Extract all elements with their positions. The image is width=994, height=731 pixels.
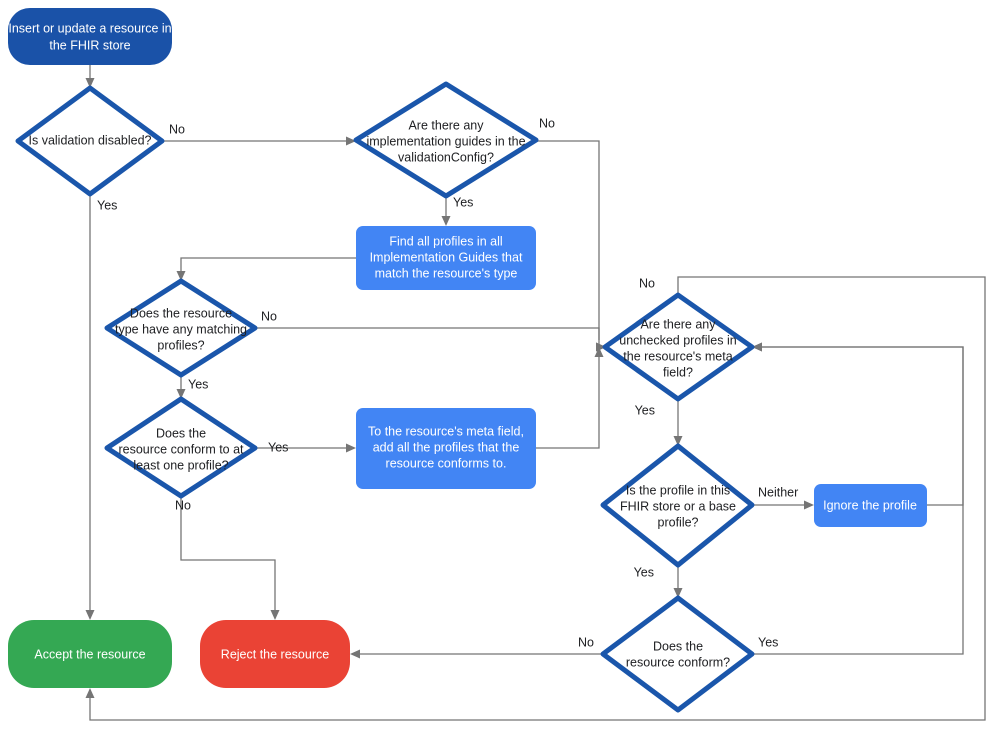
edge-labels-layer: No Yes No Yes No Yes Yes No No Yes Neith… (97, 116, 798, 649)
add-profiles-meta-label-line3: resource conforms to. (386, 456, 507, 470)
node-is-validation-disabled[interactable]: Is validation disabled? (15, 85, 165, 197)
ignore-profile-shape[interactable] (814, 484, 927, 527)
matching-profiles-label-line1: Does the resource (130, 306, 232, 320)
edge-label-validation-yes: Yes (97, 198, 117, 212)
conform-one-profile-label-line2: resource conform to at (118, 442, 244, 456)
start-node-shape[interactable] (8, 8, 172, 65)
conform-one-profile-label-line3: least one profile? (133, 458, 228, 472)
edge-unchecked-no (85, 276, 986, 721)
edge-label-conform-one-no: No (175, 498, 191, 512)
node-unchecked-profiles[interactable]: Are there any unchecked profiles in the … (602, 292, 755, 402)
profile-in-store-shape[interactable] (600, 443, 755, 568)
edge-label-conform-no: No (578, 635, 594, 649)
edge-unchecked-yes (673, 398, 683, 446)
implementation-guides-label-line2: implementation guides in the (366, 134, 525, 148)
edge-profile-store-yes (673, 565, 683, 598)
edge-validation-no (162, 136, 356, 146)
start-node-label-line1: Insert or update a resource in (8, 21, 171, 35)
resource-conform-shape[interactable] (600, 595, 755, 713)
node-reject-resource[interactable]: Reject the resource (200, 620, 350, 688)
node-ignore-profile[interactable]: Ignore the profile (814, 484, 927, 527)
is-validation-disabled-label: Is validation disabled? (29, 133, 152, 147)
edge-label-conform-yes: Yes (758, 635, 778, 649)
matching-profiles-label-line2: type have any matching (115, 322, 247, 336)
edge-conform-no (350, 649, 603, 659)
node-matching-profiles[interactable]: Does the resource type have any matching… (104, 278, 258, 378)
profile-in-store-label-line2: FHIR store or a base (620, 499, 736, 513)
find-all-profiles-shape[interactable] (356, 226, 536, 290)
edge-matching-yes (176, 375, 186, 399)
connectors-layer (85, 65, 986, 721)
node-accept-resource[interactable]: Accept the resource (8, 620, 172, 688)
resource-conform-label-line1: Does the (653, 639, 703, 653)
edge-find-profiles-to-matching (176, 257, 356, 281)
find-all-profiles-label-line1: Find all profiles in all (389, 234, 502, 248)
node-find-all-profiles[interactable]: Find all profiles in all Implementation … (356, 226, 536, 290)
node-start[interactable]: Insert or update a resource in the FHIR … (8, 8, 172, 65)
edge-conform-yes (752, 342, 964, 655)
edge-label-validation-no: No (169, 122, 185, 136)
unchecked-profiles-label-line1: Are there any (640, 317, 716, 331)
conform-one-profile-label-line1: Does the (156, 426, 206, 440)
resource-conform-label-line2: resource conform? (626, 655, 730, 669)
edge-label-profile-store-neither: Neither (758, 485, 798, 499)
matching-profiles-shape[interactable] (104, 278, 258, 378)
edge-conform-one-no (180, 494, 280, 620)
edge-guides-no (536, 140, 606, 352)
node-profile-in-store[interactable]: Is the profile in this FHIR store or a b… (600, 443, 755, 568)
edge-matching-no (255, 327, 606, 352)
edge-start-to-validation (85, 65, 95, 88)
find-all-profiles-label-line2: Implementation Guides that (370, 250, 523, 264)
reject-resource-shape[interactable] (200, 620, 350, 688)
node-resource-conform[interactable]: Does the resource conform? (600, 595, 755, 713)
profile-in-store-label-line3: profile? (658, 515, 699, 529)
accept-resource-label: Accept the resource (34, 647, 145, 661)
edge-label-unchecked-no: No (639, 276, 655, 290)
add-profiles-meta-shape[interactable] (356, 408, 536, 489)
unchecked-profiles-label-line4: field? (663, 365, 693, 379)
unchecked-profiles-shape[interactable] (602, 292, 755, 402)
start-node-label-line2: the FHIR store (49, 38, 130, 52)
edge-validation-yes (85, 196, 95, 620)
edge-add-profiles-to-unchecked (536, 347, 604, 449)
edge-conform-one-yes (255, 443, 356, 453)
edge-label-guides-yes: Yes (453, 195, 473, 209)
edge-ignore-to-unchecked (752, 342, 964, 506)
implementation-guides-shape[interactable] (353, 81, 539, 199)
edge-label-conform-one-yes: Yes (268, 440, 288, 454)
edge-profile-store-neither (752, 500, 814, 510)
find-all-profiles-label-line3: match the resource's type (375, 266, 518, 280)
is-validation-disabled-shape[interactable] (15, 85, 165, 197)
matching-profiles-label-line3: profiles? (157, 338, 204, 352)
conform-one-profile-shape[interactable] (104, 396, 258, 499)
node-add-profiles-meta[interactable]: To the resource's meta field, add all th… (356, 408, 536, 489)
accept-resource-shape[interactable] (8, 620, 172, 688)
unchecked-profiles-label-line3: the resource's meta (623, 349, 732, 363)
implementation-guides-label-line1: Are there any (408, 118, 484, 132)
reject-resource-label: Reject the resource (221, 647, 329, 661)
unchecked-profiles-label-line2: unchecked profiles in (619, 333, 736, 347)
edge-label-unchecked-yes: Yes (635, 403, 655, 417)
node-conform-one-profile[interactable]: Does the resource conform to at least on… (104, 396, 258, 499)
profile-in-store-label-line1: Is the profile in this (626, 483, 730, 497)
add-profiles-meta-label-line2: add all the profiles that the (373, 440, 520, 454)
node-implementation-guides[interactable]: Are there any implementation guides in t… (353, 81, 539, 199)
edge-label-profile-store-yes: Yes (634, 565, 654, 579)
edge-label-matching-yes: Yes (188, 377, 208, 391)
edge-label-guides-no: No (539, 116, 555, 130)
edge-label-matching-no: No (261, 309, 277, 323)
ignore-profile-label: Ignore the profile (823, 498, 917, 512)
implementation-guides-label-line3: validationConfig? (398, 150, 494, 164)
add-profiles-meta-label-line1: To the resource's meta field, (368, 424, 524, 438)
edge-guides-yes (441, 196, 451, 226)
